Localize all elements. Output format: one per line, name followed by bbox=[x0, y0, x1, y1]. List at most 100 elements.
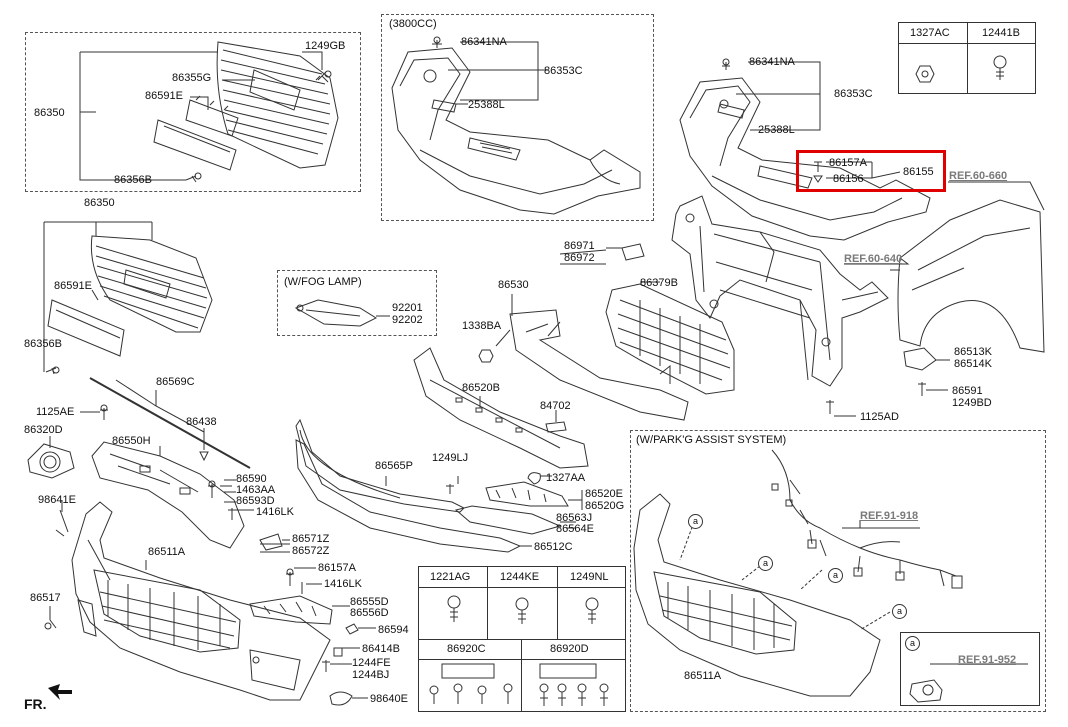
park-assist-sensor bbox=[909, 679, 943, 703]
fog-lamp bbox=[294, 299, 378, 327]
lip-spoiler-86512c bbox=[295, 439, 522, 553]
energy-absorber-86379b bbox=[605, 283, 735, 395]
part-label: 86157A bbox=[829, 157, 867, 169]
part-label: 86591E bbox=[145, 90, 183, 102]
table-head-86920d: 86920D bbox=[550, 643, 589, 655]
bracket-86513k bbox=[903, 347, 937, 371]
part-label: 86972 bbox=[564, 252, 595, 264]
box-title-park: (W/PARK'G ASSIST SYSTEM) bbox=[636, 434, 787, 446]
part-label: 86971 bbox=[564, 240, 595, 252]
part-label: 86379B bbox=[640, 277, 678, 289]
part-label: 86155 bbox=[903, 166, 934, 178]
reinforcement-86530 bbox=[509, 309, 689, 421]
front-fender bbox=[897, 199, 1045, 353]
part-label: 86594 bbox=[378, 624, 409, 636]
bracket-86571z bbox=[259, 533, 283, 551]
part-label: 86320D bbox=[24, 424, 63, 436]
lower-grille-86565p bbox=[295, 418, 465, 513]
ref-91-918: REF.91-918 bbox=[860, 510, 919, 522]
part-label: 86356B bbox=[24, 338, 62, 350]
ref-91-952: REF.91-952 bbox=[958, 654, 1017, 666]
fastener-table-bottom bbox=[418, 566, 626, 712]
part-label: 92202 bbox=[392, 314, 423, 326]
part-label: 86156 bbox=[833, 173, 864, 185]
part-label: 86571Z bbox=[292, 533, 330, 545]
callout-a-1: a bbox=[688, 514, 703, 529]
part-label: 86530 bbox=[498, 279, 529, 291]
part-label: 86353C bbox=[834, 88, 873, 100]
table-bolt-icons bbox=[429, 55, 1007, 706]
highlight-box bbox=[796, 150, 946, 192]
box-title-fog: (W/FOG LAMP) bbox=[284, 276, 362, 288]
table-head-1327ac: 1327AC bbox=[910, 27, 950, 39]
part-label: 86520B bbox=[462, 382, 500, 394]
part-label: 86511A bbox=[684, 670, 722, 682]
grille-side-86555d bbox=[249, 595, 333, 625]
part-label: 1125AD bbox=[860, 411, 899, 423]
part-label: 86550H bbox=[112, 435, 151, 447]
part-label: 86341NA bbox=[461, 36, 507, 48]
part-label: 86563J bbox=[556, 512, 593, 524]
callout-a-4: a bbox=[892, 604, 907, 619]
callout-a-5: a bbox=[905, 636, 920, 651]
part-label: 86591E bbox=[54, 280, 92, 292]
part-label: 86520G bbox=[585, 500, 625, 512]
part-label: 86355G bbox=[172, 72, 212, 84]
part-label: 1249LJ bbox=[432, 452, 469, 464]
part-84702 bbox=[545, 421, 567, 433]
fastener-table-top bbox=[898, 22, 1036, 94]
part-label: 98641E bbox=[38, 494, 76, 506]
front-direction-label: FR. bbox=[24, 696, 47, 712]
emblem-86320d bbox=[27, 443, 75, 479]
part-label: 86438 bbox=[186, 416, 217, 428]
ref-60-640: REF.60-640 bbox=[844, 253, 903, 265]
table-head-12441b: 12441B bbox=[982, 27, 1020, 39]
molding-86569c bbox=[89, 377, 251, 469]
table-head-86920c: 86920C bbox=[447, 643, 486, 655]
box-fog-lamp bbox=[277, 270, 437, 336]
part-label: 1249BD bbox=[952, 397, 992, 409]
box-grille-upper bbox=[25, 32, 361, 192]
callout-a-2: a bbox=[758, 556, 773, 571]
part-label: 86512C bbox=[534, 541, 573, 553]
part-label: 86591 bbox=[952, 385, 983, 397]
bumper-absorber-86520b bbox=[413, 347, 589, 469]
grille-lower-bracket-2 bbox=[47, 299, 125, 357]
park-assist-wiring bbox=[771, 449, 963, 589]
part-label: 86341NA bbox=[749, 56, 795, 68]
part-label: 1244FE bbox=[352, 657, 391, 669]
part-label: 86556D bbox=[350, 607, 389, 619]
support-bracket-86550h bbox=[91, 441, 245, 549]
radiator-grille-lower bbox=[90, 235, 213, 333]
part-label: 98640E bbox=[370, 693, 408, 705]
part-label: 1416LK bbox=[324, 578, 362, 590]
grille-lower-bracket bbox=[153, 119, 237, 171]
callout-a-3: a bbox=[828, 568, 843, 583]
part-label: 86520E bbox=[585, 488, 623, 500]
garnish-86520e bbox=[485, 481, 569, 507]
part-label: 86350 bbox=[34, 107, 65, 119]
part-label: 1244BJ bbox=[352, 669, 390, 681]
clip-86438 bbox=[199, 451, 209, 462]
box-3800cc bbox=[381, 14, 654, 221]
nut-1338ba bbox=[478, 349, 494, 363]
part-label: 86593D bbox=[236, 495, 275, 507]
ref-60-660: REF.60-660 bbox=[949, 170, 1008, 182]
part-label: 86511A bbox=[148, 546, 186, 558]
park-assist-bumper bbox=[633, 493, 881, 697]
part-label: 86514K bbox=[954, 358, 992, 370]
front-end-module-carrier bbox=[671, 195, 889, 387]
part-label: 1249GB bbox=[305, 40, 346, 52]
part-label: 86414B bbox=[362, 643, 400, 655]
part-label: 86353C bbox=[544, 65, 583, 77]
table-head-1249nl: 1249NL bbox=[570, 571, 609, 583]
radiator-grille-upper bbox=[216, 41, 339, 169]
part-label: 86356B bbox=[114, 174, 152, 186]
part-label: 86350 bbox=[84, 197, 115, 209]
table-head-1244ke: 1244KE bbox=[500, 571, 540, 583]
sensor-detail-box bbox=[900, 632, 1040, 706]
cover-98640e bbox=[329, 691, 353, 706]
part-label: 86555D bbox=[350, 596, 389, 608]
bracket-86971 bbox=[621, 243, 645, 261]
